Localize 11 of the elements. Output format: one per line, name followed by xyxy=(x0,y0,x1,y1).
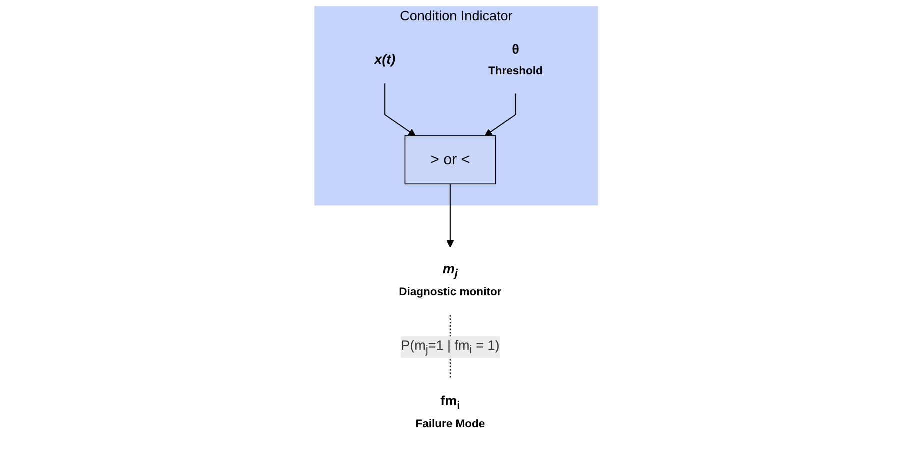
node-text: θ xyxy=(512,43,519,58)
arrow xyxy=(446,184,454,248)
node-text: fm$_{i}$ xyxy=(440,394,460,412)
node-box: > or < xyxy=(404,136,496,185)
node-label: Failure Mode xyxy=(415,418,485,430)
edge-label: P(m$_{j}$=1 | fm$_{i}$ = 1) xyxy=(400,338,500,356)
node-label: Diagnostic monitor xyxy=(398,286,502,298)
arrow xyxy=(384,84,416,136)
node-label: Threshold xyxy=(488,64,543,77)
node-text: m$_{j}$ xyxy=(442,262,458,280)
arrow xyxy=(484,94,516,136)
